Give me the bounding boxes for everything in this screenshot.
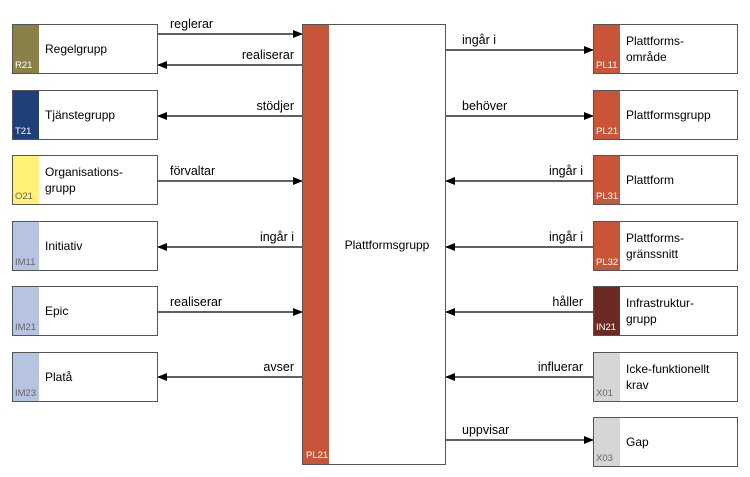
node-code: PL21	[596, 126, 619, 137]
node-code: PL32	[596, 257, 619, 268]
node-code: X03	[596, 453, 613, 464]
node-code: R21	[15, 60, 33, 71]
right-node-5[interactable]: IN21 Infrastruktur-grupp	[593, 286, 738, 336]
node-color-strip	[13, 222, 39, 270]
node-label: Plattform	[626, 173, 675, 187]
right-node-3[interactable]: PL31 Plattform	[593, 155, 738, 205]
node-code: PL31	[596, 191, 619, 202]
node-label: Tjänstegrupp	[45, 108, 116, 122]
edge-label-left-1: reglerar	[170, 17, 214, 31]
center-node-label: Plattformsgrupp	[344, 238, 430, 252]
node-label: Platå	[45, 370, 73, 384]
center-node-code: PL21	[306, 450, 329, 461]
node-color-strip	[13, 353, 39, 401]
edge-label-right-5: håller	[552, 295, 583, 309]
node-label: Plattformsgrupp	[626, 108, 711, 122]
edge-label-right-3: ingår i	[548, 164, 583, 178]
node-color-strip	[594, 222, 620, 270]
node-label: Gap	[626, 435, 649, 449]
node-color-strip	[13, 287, 39, 335]
node-code: PL11	[596, 60, 618, 71]
node-code: IM23	[15, 388, 37, 399]
right-node-4[interactable]: PL32 Plattforms-gränssnitt	[593, 221, 738, 271]
left-node-1[interactable]: R21 Regelgrupp	[12, 24, 158, 74]
edge-label-right-7: uppvisar	[462, 423, 510, 437]
right-node-7[interactable]: X03 Gap	[593, 417, 738, 467]
edge-label-right-6: influerar	[537, 360, 583, 374]
node-code: IM11	[15, 257, 36, 268]
node-code: T21	[15, 126, 32, 137]
node-color-strip	[594, 91, 620, 139]
center-color-strip	[303, 25, 329, 464]
left-node-2[interactable]: T21 Tjänstegrupp	[12, 90, 158, 140]
edge-label-left-6: realiserar	[170, 295, 223, 309]
edge-label-right-1: ingår i	[462, 33, 497, 47]
edge-label-left-2: realiserar	[241, 48, 294, 62]
node-color-strip	[594, 25, 620, 73]
right-node-1[interactable]: PL11 Plattforms-område	[593, 24, 738, 74]
node-code: IM21	[15, 322, 37, 333]
right-node-2[interactable]: PL21 Plattformsgrupp	[593, 90, 738, 140]
left-node-3[interactable]: O21 Organisations-grupp	[12, 155, 158, 205]
node-color-strip	[594, 418, 620, 466]
node-color-strip	[13, 156, 39, 204]
node-label: Epic	[45, 304, 69, 318]
node-label: Organisations-grupp	[45, 165, 124, 195]
node-code: X01	[596, 388, 613, 399]
node-label: Plattforms-område	[626, 34, 685, 64]
node-color-strip	[594, 287, 620, 335]
left-node-4[interactable]: IM11 Initiativ	[12, 221, 158, 271]
node-color-strip	[594, 156, 620, 204]
node-color-strip	[13, 91, 39, 139]
center-node-plattformsgrupp[interactable]: Plattformsgrupp PL21	[302, 24, 446, 465]
edge-label-left-3: stödjer	[256, 99, 294, 113]
node-code: O21	[15, 191, 33, 202]
node-label: Plattforms-gränssnitt	[626, 231, 685, 261]
node-label: Infrastruktur-grupp	[626, 296, 695, 326]
node-label: Regelgrupp	[45, 42, 108, 56]
edge-label-right-4: ingår i	[548, 230, 583, 244]
node-code: IN21	[596, 322, 617, 333]
node-color-strip	[13, 25, 39, 73]
edge-label-right-2: behöver	[462, 99, 508, 113]
node-label: Initiativ	[45, 239, 83, 253]
left-node-6[interactable]: IM23 Platå	[12, 352, 158, 402]
edge-label-left-7: avser	[263, 360, 294, 374]
node-color-strip	[594, 353, 620, 401]
left-node-5[interactable]: IM21 Epic	[12, 286, 158, 336]
edge-label-left-5: ingår i	[259, 230, 294, 244]
edge-label-left-4: förvaltar	[170, 164, 216, 178]
